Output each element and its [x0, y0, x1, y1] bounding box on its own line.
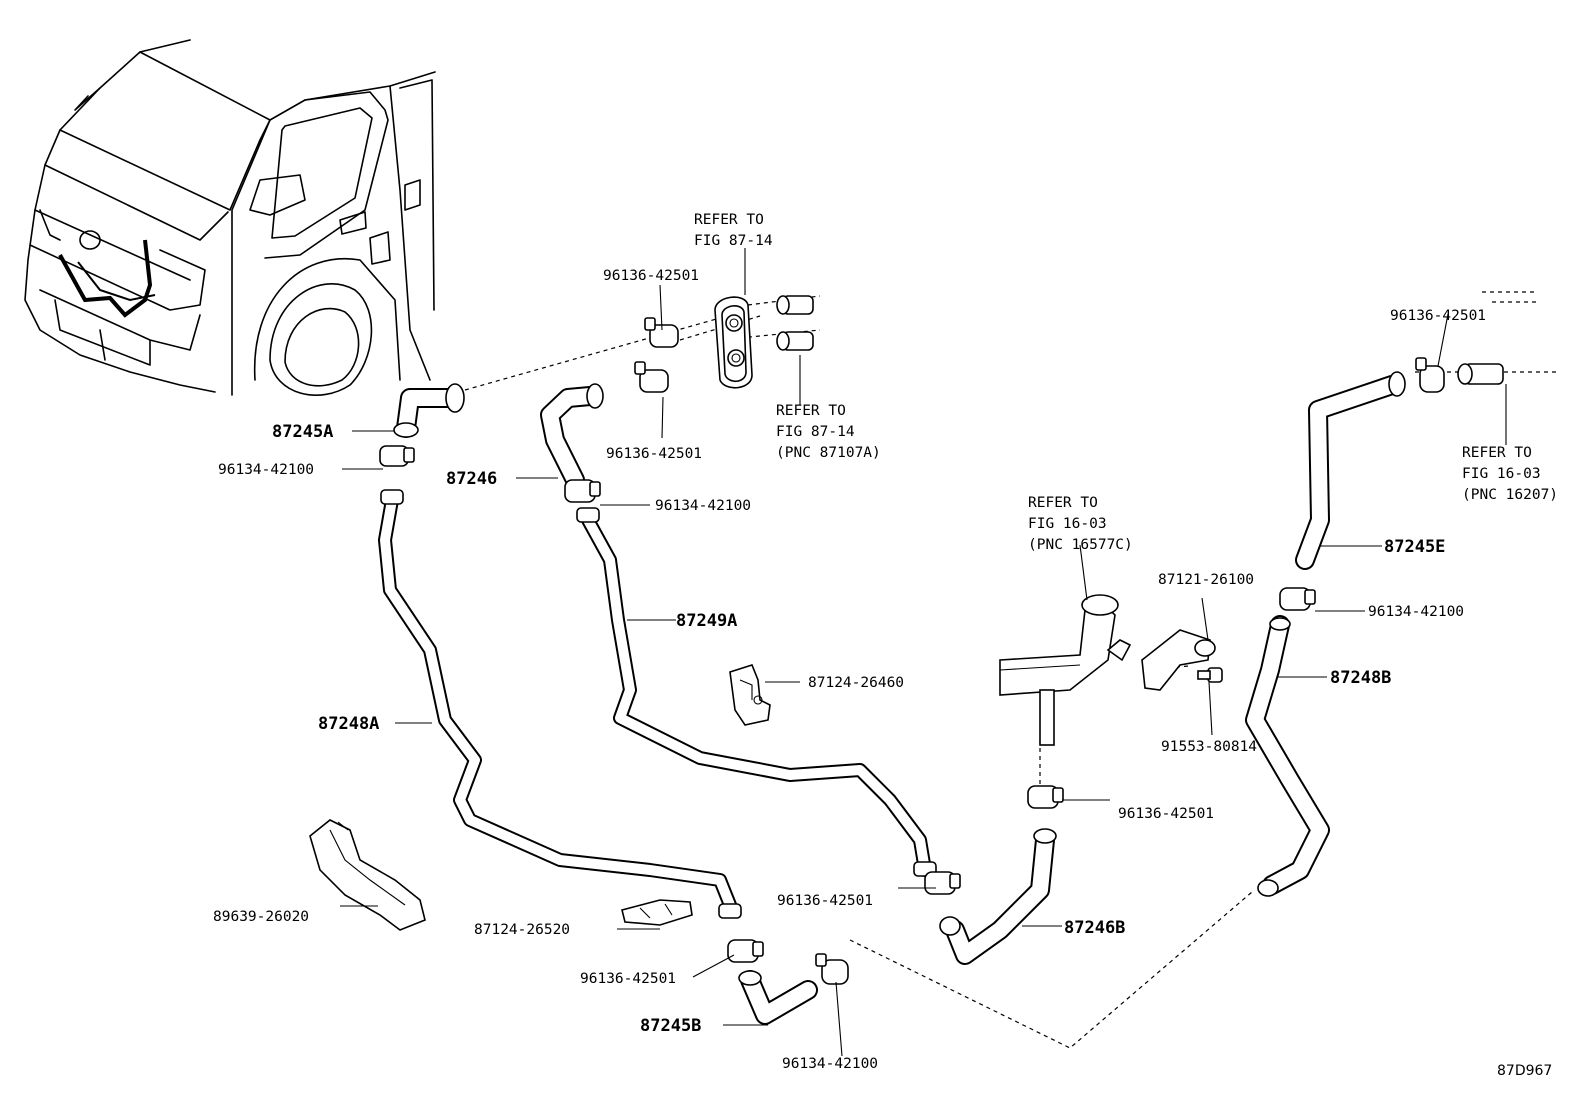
label-96136-42501: 96136-42501	[580, 971, 676, 987]
clamp-icon	[1279, 587, 1316, 611]
bracket-87124-26520	[621, 899, 693, 926]
label-96134-42100: 96134-42100	[655, 498, 751, 514]
clamp-icon	[815, 953, 849, 985]
label-96136-42501: 96136-42501	[777, 893, 873, 909]
bracket-87121-26100	[1141, 629, 1216, 691]
heater-pipes-87-14	[776, 295, 814, 351]
ref-note-fig-16-03-pnc: REFER TO FIG 16-03 (PNC 16207)	[1462, 445, 1558, 503]
label-87248A: 87248A	[318, 714, 379, 734]
vehicle-illustration	[24, 39, 436, 396]
clamp-icon	[924, 871, 961, 895]
hose-87245B	[738, 970, 818, 1025]
label-87245E: 87245E	[1384, 537, 1445, 557]
clamp-icon	[644, 317, 679, 348]
duct-89639-26020	[309, 819, 426, 931]
label-96134-42100: 96134-42100	[218, 462, 314, 478]
grommet-87-14	[714, 296, 753, 389]
hose-87248B	[1245, 615, 1330, 897]
bracket-87124-26460	[729, 664, 771, 726]
label-96136-42501: 96136-42501	[606, 446, 702, 462]
leader-lines	[340, 248, 1507, 1057]
hose-87245E	[1295, 371, 1406, 570]
label-87124-26520: 87124-26520	[474, 922, 570, 938]
label-96134-42100: 96134-42100	[782, 1056, 878, 1072]
clamp-icons	[379, 317, 1445, 985]
label-89639-26020: 89639-26020	[213, 909, 309, 925]
clamp-icon	[1027, 785, 1064, 809]
label-87249A: 87249A	[676, 611, 737, 631]
label-96134-42100: 96134-42100	[1368, 604, 1464, 620]
hose-87246	[540, 383, 604, 490]
label-87246B: 87246B	[1064, 918, 1125, 938]
clamp-icon	[564, 479, 601, 503]
label-87245A: 87245A	[272, 422, 333, 442]
label-87121-26100: 87121-26100	[1158, 572, 1254, 588]
label-87248B: 87248B	[1330, 668, 1391, 688]
reference-notes: REFER TO FIG 87-14 REFER TO FIG 87-14 (P…	[694, 212, 1558, 553]
label-87245B: 87245B	[640, 1016, 701, 1036]
figure-code: 87D967	[1497, 1063, 1552, 1079]
hose-87248A	[378, 489, 742, 919]
label-96136-42501: 96136-42501	[603, 268, 699, 284]
label-91553-80814: 91553-80814	[1161, 739, 1257, 755]
label-87124-26460: 87124-26460	[808, 675, 904, 691]
ref-note-fig-87-14-top: REFER TO FIG 87-14	[694, 212, 773, 249]
heater-pipe-16-03	[1457, 363, 1504, 385]
label-87246: 87246	[446, 469, 497, 489]
hose-part-labels: 87245A 87246 87249A 87248A 87245E 87248B…	[272, 422, 1445, 1036]
small-part-labels: 96134-42100 96134-42100 96134-42100 9613…	[213, 268, 1486, 1072]
clamp-icon	[1415, 357, 1445, 393]
clamp-icon	[727, 939, 764, 963]
hose-87245A	[393, 383, 465, 438]
hose-87246B	[939, 828, 1057, 965]
ref-note-fig-87-14-pnc: REFER TO FIG 87-14 (PNC 87107A)	[776, 403, 881, 461]
clamp-icon	[634, 361, 669, 393]
label-96136-42501: 96136-42501	[1390, 308, 1486, 324]
clamp-icon	[379, 445, 415, 467]
ref-note-fig-16-03-c: REFER TO FIG 16-03 (PNC 16577C)	[1028, 495, 1133, 553]
water-outlet-pipe-16-03	[999, 594, 1132, 746]
label-96136-42501: 96136-42501	[1118, 806, 1214, 822]
bolt-91553-80814	[1197, 667, 1223, 683]
